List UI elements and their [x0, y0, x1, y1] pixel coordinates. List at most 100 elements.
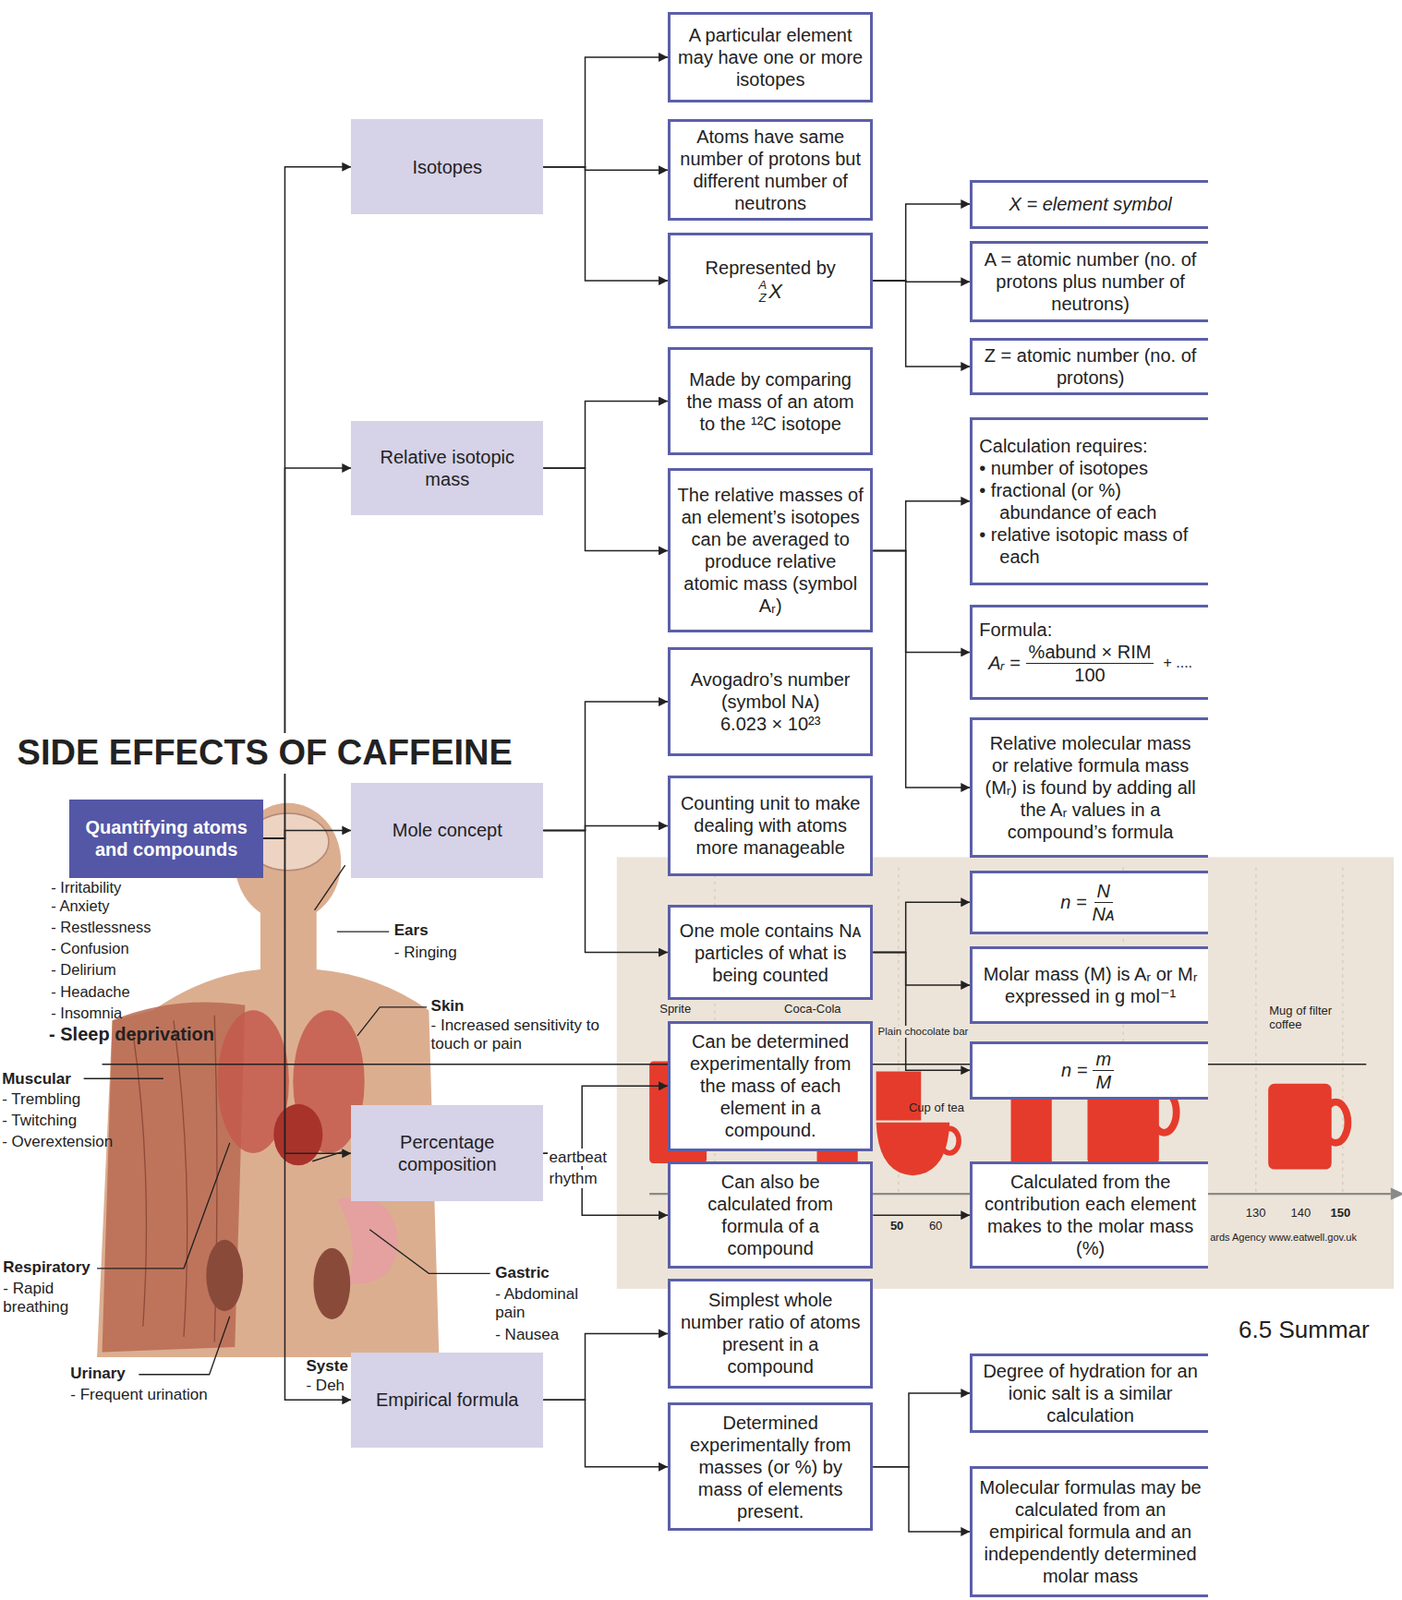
- tea-cup: [876, 1123, 951, 1176]
- box-content: n =NNᴀ: [978, 880, 1202, 926]
- box-content: Calculation requires:• number of isotope…: [978, 435, 1202, 569]
- connector-arrow: [263, 838, 351, 1401]
- muscle-line: [173, 1020, 188, 1338]
- box-heading: Formula:: [978, 618, 1202, 641]
- box-text: Represented by: [676, 256, 864, 279]
- equation-term: Aᵣ =: [988, 652, 1020, 675]
- concept-box: Relative isotopic mass: [350, 421, 544, 517]
- equation: n =mM: [978, 1048, 1202, 1094]
- effect-label: - Frequent urination: [70, 1386, 207, 1405]
- box-content: Calculated from the contribution each el…: [978, 1171, 1202, 1260]
- kidney: [205, 1240, 243, 1312]
- notation: AZX: [676, 278, 864, 305]
- axis-tick: 140: [1290, 1207, 1311, 1221]
- axis-tick: 130: [1245, 1207, 1267, 1221]
- leader-line: [314, 865, 346, 911]
- box-text: Counting unit to make dealing with atoms…: [676, 792, 864, 859]
- concept-box: Percentage composition: [350, 1105, 544, 1202]
- box-content: Relative isotopic mass: [358, 446, 536, 491]
- effect-label: - Abdominal pain: [495, 1285, 585, 1322]
- note-box: Counting unit to make dealing with atoms…: [667, 775, 873, 876]
- box-text: Relative molecular mass or relative form…: [978, 732, 1202, 844]
- connector-arrow: [543, 1400, 668, 1467]
- box-text: Isotopes: [358, 156, 536, 179]
- atomic-number: Z: [759, 291, 767, 305]
- connector-arrow: [543, 167, 668, 281]
- note-box: Calculated from the contribution each el…: [969, 1161, 1209, 1270]
- fraction: NNᴀ: [1092, 880, 1115, 926]
- effect-label: - Irritability: [50, 879, 121, 897]
- chart-panel: [616, 857, 1394, 1290]
- connector-arrow: [263, 830, 351, 839]
- box-content: One mole contains Nᴀ particles of what i…: [676, 919, 864, 987]
- concept-box: Isotopes: [350, 119, 544, 215]
- box-content: X = element symbol: [978, 193, 1202, 216]
- note-box: Molar mass (M) is Aᵣ or Mᵣ expressed in …: [969, 946, 1209, 1025]
- box-text: A = atomic number (no. of protons plus n…: [978, 248, 1202, 315]
- kidney: [313, 1248, 351, 1320]
- notation-stack: AZ: [758, 278, 767, 305]
- box-content: Formula:Aᵣ =%abund × RIM100+ ....: [978, 618, 1202, 687]
- effect-label: - Restlessness: [50, 918, 151, 937]
- box-text: Molar mass (M) is Aᵣ or Mᵣ expressed in …: [978, 963, 1202, 1008]
- body-part-label: Respiratory: [2, 1258, 90, 1278]
- box-heading: Calculation requires:: [978, 435, 1202, 458]
- note-box: A particular element may have one or mor…: [667, 12, 873, 102]
- note-box: Made by comparing the mass of an atom to…: [667, 347, 873, 456]
- box-content: Atoms have same number of protons but di…: [676, 125, 864, 215]
- connector-arrow: [543, 468, 668, 552]
- effect-label: - Insomnia: [50, 1004, 122, 1023]
- fraction: %abund × RIM100: [1026, 640, 1155, 687]
- list-item: • relative isotopic mass of each: [978, 523, 1202, 569]
- effect-label: - Confusion: [50, 940, 129, 958]
- effect-label: - Delirium: [50, 961, 117, 979]
- box-content: A particular element may have one or mor…: [676, 24, 864, 91]
- box-content: Quantifying atoms and compounds: [76, 816, 256, 861]
- box-text: Empirical formula: [358, 1389, 536, 1412]
- equation-term: n =: [1061, 1059, 1088, 1082]
- box-text: Calculated from the contribution each el…: [978, 1171, 1202, 1260]
- chart-label: Coca-Cola: [784, 1003, 841, 1017]
- leader-line: [138, 1317, 230, 1376]
- note-box: n =NNᴀ: [969, 870, 1209, 935]
- connector-arrow: [543, 830, 668, 953]
- note-box: Relative molecular mass or relative form…: [969, 717, 1209, 858]
- box-text: Avogadro’s number (symbol Nᴀ): [676, 668, 864, 714]
- effect-label: - Increased sensitivity to touch or pain: [431, 1016, 617, 1053]
- box-text: 6.023 × 10²³: [676, 713, 864, 736]
- box-content: Can be determined experimentally from th…: [676, 1030, 864, 1142]
- box-content: Isotopes: [358, 156, 536, 179]
- chart-label: Sprite: [659, 1003, 691, 1017]
- connector-arrow: [872, 550, 970, 787]
- box-text: Simplest whole number ratio of atoms pre…: [676, 1289, 864, 1378]
- box-content: Can also be calculated from formula of a…: [676, 1171, 864, 1260]
- note-box: Z = atomic number (no. of protons): [969, 338, 1209, 396]
- box-text: A particular element may have one or mor…: [676, 24, 864, 91]
- equation: n =NNᴀ: [978, 880, 1202, 926]
- effect-label: - Nausea: [495, 1326, 559, 1345]
- mug-handle: [1323, 1102, 1349, 1144]
- box-content: Molar mass (M) is Aᵣ or Mᵣ expressed in …: [978, 963, 1202, 1008]
- effect-label: - Sleep deprivation: [48, 1024, 215, 1046]
- box-text: X = element symbol: [978, 193, 1202, 216]
- box-text: Degree of hydration for an ionic salt is…: [978, 1360, 1202, 1427]
- connector-arrow: [543, 57, 668, 168]
- cup-handle: [940, 1128, 959, 1154]
- body-part-label: Skin: [431, 997, 465, 1016]
- note-box: Simplest whole number ratio of atoms pre…: [667, 1279, 873, 1389]
- denominator: 100: [1074, 664, 1105, 687]
- note-box: Formula:Aᵣ =%abund × RIM100+ ....: [969, 604, 1209, 701]
- box-content: Percentage composition: [358, 1131, 536, 1176]
- effect-label: eartbeat: [547, 1148, 609, 1168]
- heart: [273, 1104, 323, 1166]
- connector-arrow: [543, 701, 668, 831]
- connector-arrow: [872, 204, 970, 281]
- leader-line: [312, 1151, 345, 1162]
- grid-line: [1255, 867, 1257, 1192]
- effect-label: - Headache: [50, 983, 130, 1002]
- note-box: X = element symbol: [969, 180, 1209, 230]
- illustration-title: SIDE EFFECTS OF CAFFEINE: [15, 733, 515, 774]
- connector-arrow: [872, 550, 970, 653]
- element-symbol: X: [768, 280, 783, 303]
- connector-arrow: [872, 953, 970, 1072]
